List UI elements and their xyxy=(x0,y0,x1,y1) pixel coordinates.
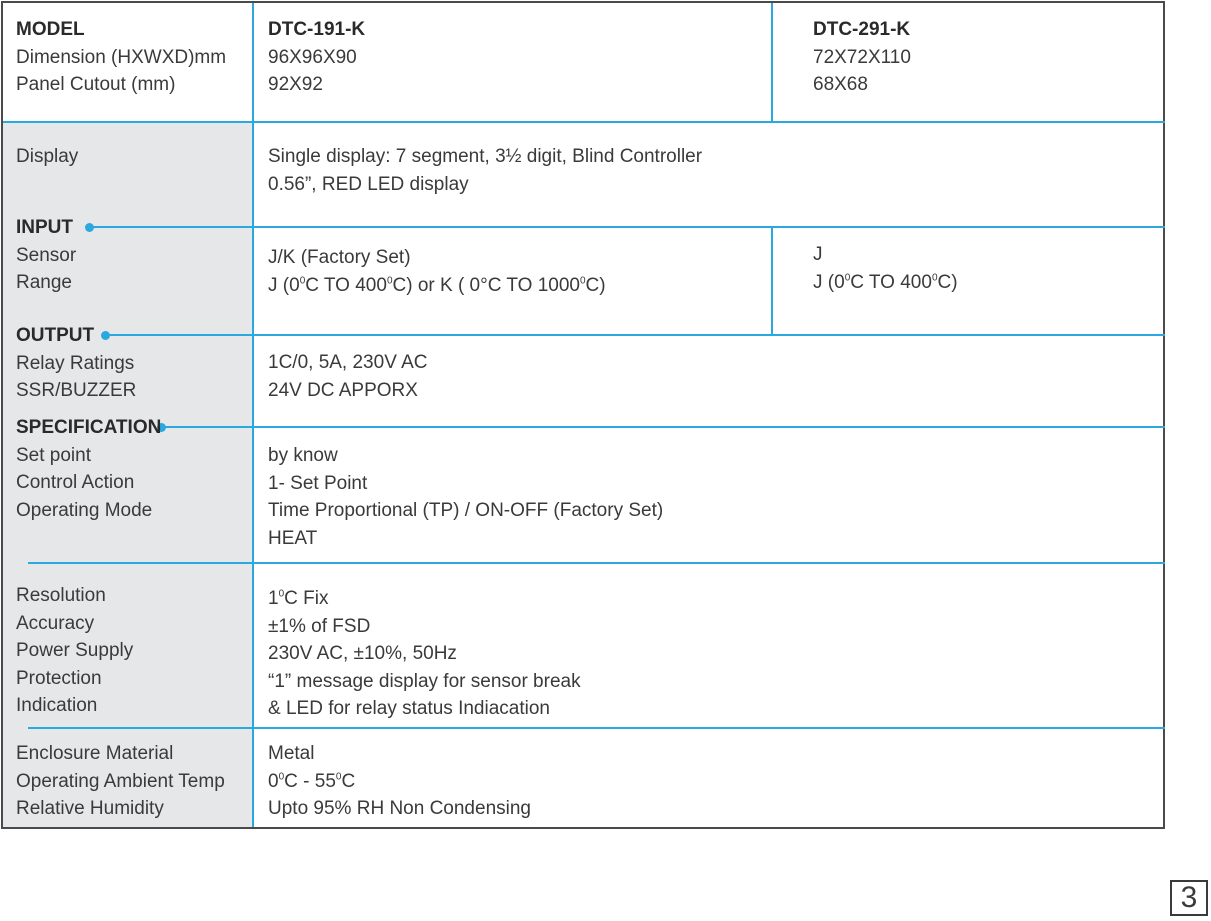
input-model-b-values: J J (00C TO 4000C) xyxy=(813,241,958,296)
column-divider-main xyxy=(252,3,254,827)
control-action-label: Control Action xyxy=(16,472,135,493)
ssr-buzzer-label: SSR/BUZZER xyxy=(16,380,137,401)
divider-output xyxy=(106,334,1165,336)
heat-value: HEAT xyxy=(268,527,318,549)
divider-header xyxy=(3,121,1165,123)
resolution-label: Resolution xyxy=(16,585,106,606)
power-supply-label: Power Supply xyxy=(16,640,134,661)
header-labels: MODEL Dimension (HXWXD)mm Panel Cutout (… xyxy=(16,16,226,99)
model-b-header: DTC-291-K 72X72X110 68X68 xyxy=(813,16,911,99)
model-b-range: J (00C TO 4000C) xyxy=(813,271,958,293)
divider-performance xyxy=(28,562,1165,564)
specification-heading: SPECIFICATION xyxy=(16,417,162,438)
input-model-a-values: J/K (Factory Set) J (00C TO 4000C) or K … xyxy=(268,244,606,299)
model-b-name: DTC-291-K xyxy=(813,19,911,40)
model-a-sensor: J/K (Factory Set) xyxy=(268,247,411,268)
model-b-cutout: 68X68 xyxy=(813,74,868,95)
indication-value: & LED for relay status Indiacation xyxy=(268,698,550,719)
display-values: Single display: 7 segment, 3½ digit, Bli… xyxy=(268,143,702,198)
performance-values: 10C Fix ±1% of FSD 230V AC, ±10%, 50Hz “… xyxy=(268,585,581,723)
model-heading: MODEL xyxy=(16,19,85,40)
output-values: 1C/0, 5A, 230V AC 24V DC APPORX xyxy=(268,349,428,404)
spec-table-frame xyxy=(1,1,1165,829)
display-line-2: 0.56”, RED LED display xyxy=(268,173,469,195)
model-a-dimension: 96X96X90 xyxy=(268,46,357,68)
dimension-label: Dimension (HXWXD)mm xyxy=(16,46,227,68)
divider-environment xyxy=(28,727,1165,729)
set-point-label: Set point xyxy=(16,444,91,466)
sensor-label: Sensor xyxy=(16,244,77,266)
specification-values: by know 1- Set Point Time Proportional (… xyxy=(268,442,663,552)
operating-mode-value: Time Proportional (TP) / ON-OFF (Factory… xyxy=(268,500,664,521)
ssr-buzzer-value: 24V DC APPORX xyxy=(268,379,418,401)
panel-cutout-label: Panel Cutout (mm) xyxy=(16,74,176,95)
operating-mode-label: Operating Mode xyxy=(16,499,153,521)
resolution-value: 10C Fix xyxy=(268,588,329,609)
display-label: Display xyxy=(16,146,79,167)
accuracy-label: Accuracy xyxy=(16,612,95,634)
divider-specification xyxy=(162,426,1165,428)
set-point-value: by know xyxy=(268,445,338,466)
relative-humidity-label: Relative Humidity xyxy=(16,798,164,819)
specification-labels: SPECIFICATION Set point Control Action O… xyxy=(16,414,161,524)
output-labels: OUTPUT Relay Ratings SSR/BUZZER xyxy=(16,322,136,405)
indication-label: Indication xyxy=(16,695,98,716)
range-label: Range xyxy=(16,272,72,293)
output-bullet-icon xyxy=(101,331,110,340)
environment-values: Metal 00C - 550C Upto 95% RH Non Condens… xyxy=(268,740,531,823)
display-line-1: Single display: 7 segment, 3½ digit, Bli… xyxy=(268,146,703,167)
relay-ratings-label: Relay Ratings xyxy=(16,352,135,374)
column-divider-header-models xyxy=(771,3,773,121)
accuracy-value: ±1% of FSD xyxy=(268,615,371,637)
model-a-cutout: 92X92 xyxy=(268,74,323,95)
model-a-header: DTC-191-K 96X96X90 92X92 xyxy=(268,16,365,99)
power-supply-value: 230V AC, ±10%, 50Hz xyxy=(268,643,457,664)
model-a-name: DTC-191-K xyxy=(268,19,366,40)
model-b-sensor: J xyxy=(813,244,823,265)
enclosure-material-value: Metal xyxy=(268,743,315,764)
column-divider-input-models xyxy=(771,227,773,334)
input-heading: INPUT xyxy=(16,217,73,238)
input-labels: INPUT Sensor Range xyxy=(16,214,76,297)
protection-value: “1” message display for sensor break xyxy=(268,670,581,692)
output-heading: OUTPUT xyxy=(16,325,95,346)
label-column-background xyxy=(3,123,253,827)
input-bullet-icon xyxy=(85,223,94,232)
specification-bullet-icon xyxy=(157,423,166,432)
relative-humidity-value: Upto 95% RH Non Condensing xyxy=(268,798,531,819)
model-b-dimension: 72X72X110 xyxy=(813,46,911,68)
enclosure-material-label: Enclosure Material xyxy=(16,743,174,764)
divider-input xyxy=(90,226,1165,228)
page-number: 3 xyxy=(1170,880,1208,916)
control-action-value: 1- Set Point xyxy=(268,472,368,494)
model-a-range: J (00C TO 4000C) or K ( 0°C TO 10000C) xyxy=(268,274,606,296)
environment-labels: Enclosure Material Operating Ambient Tem… xyxy=(16,740,225,823)
ambient-temp-label: Operating Ambient Temp xyxy=(16,770,225,792)
ambient-temp-value: 00C - 550C xyxy=(268,770,356,792)
protection-label: Protection xyxy=(16,667,102,689)
performance-labels: Resolution Accuracy Power Supply Protect… xyxy=(16,582,133,720)
relay-ratings-value: 1C/0, 5A, 230V AC xyxy=(268,352,428,373)
